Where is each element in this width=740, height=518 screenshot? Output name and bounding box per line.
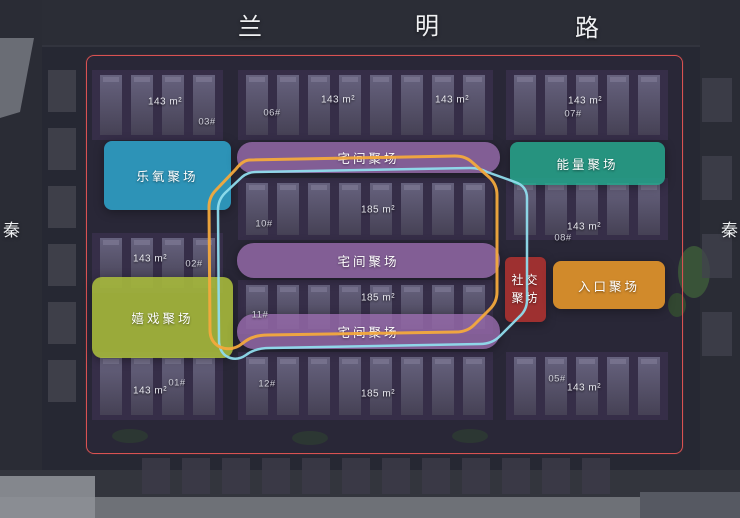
zone-zhaijian-top: 宅间聚场 — [237, 142, 500, 173]
zone-shejiao-label-line2: 聚坊 — [511, 290, 540, 305]
zone-xixi: 嬉戏聚场 — [92, 277, 233, 358]
zone-shejiao-label-line1: 社交 — [511, 273, 540, 288]
road-label-top-char3: 路 — [575, 15, 599, 42]
offsite-building — [0, 38, 34, 118]
road-label-right: 秦 — [721, 221, 738, 240]
left-road — [0, 0, 42, 518]
zone-rukou: 入口聚场 — [553, 261, 665, 309]
bottom-road — [0, 470, 740, 518]
right-road — [700, 0, 740, 518]
zone-xixi-label: 嬉戏聚场 — [131, 312, 194, 326]
zone-zhaijian-mid-label: 宅间聚场 — [337, 255, 400, 269]
zone-shejiao: 社交 聚坊 — [505, 257, 546, 322]
zone-zhaijian-top-label: 宅间聚场 — [337, 152, 400, 166]
zone-nengliang: 能量聚场 — [510, 142, 665, 185]
zone-zhaijian-bottom-label: 宅间聚场 — [337, 326, 400, 340]
road-label-left: 秦 — [3, 221, 20, 240]
top-road — [0, 0, 740, 46]
zone-zhaijian-mid: 宅间聚场 — [237, 243, 500, 278]
zone-leyang: 乐氧聚场 — [104, 141, 231, 210]
road-label-top-char1: 兰 — [238, 14, 262, 41]
road-label-top-char2: 明 — [415, 13, 439, 40]
zone-nengliang-label: 能量聚场 — [556, 158, 619, 172]
zone-leyang-label: 乐氧聚场 — [136, 170, 199, 184]
zone-rukou-label: 入口聚场 — [577, 279, 640, 294]
zone-zhaijian-bottom: 宅间聚场 — [237, 314, 500, 349]
